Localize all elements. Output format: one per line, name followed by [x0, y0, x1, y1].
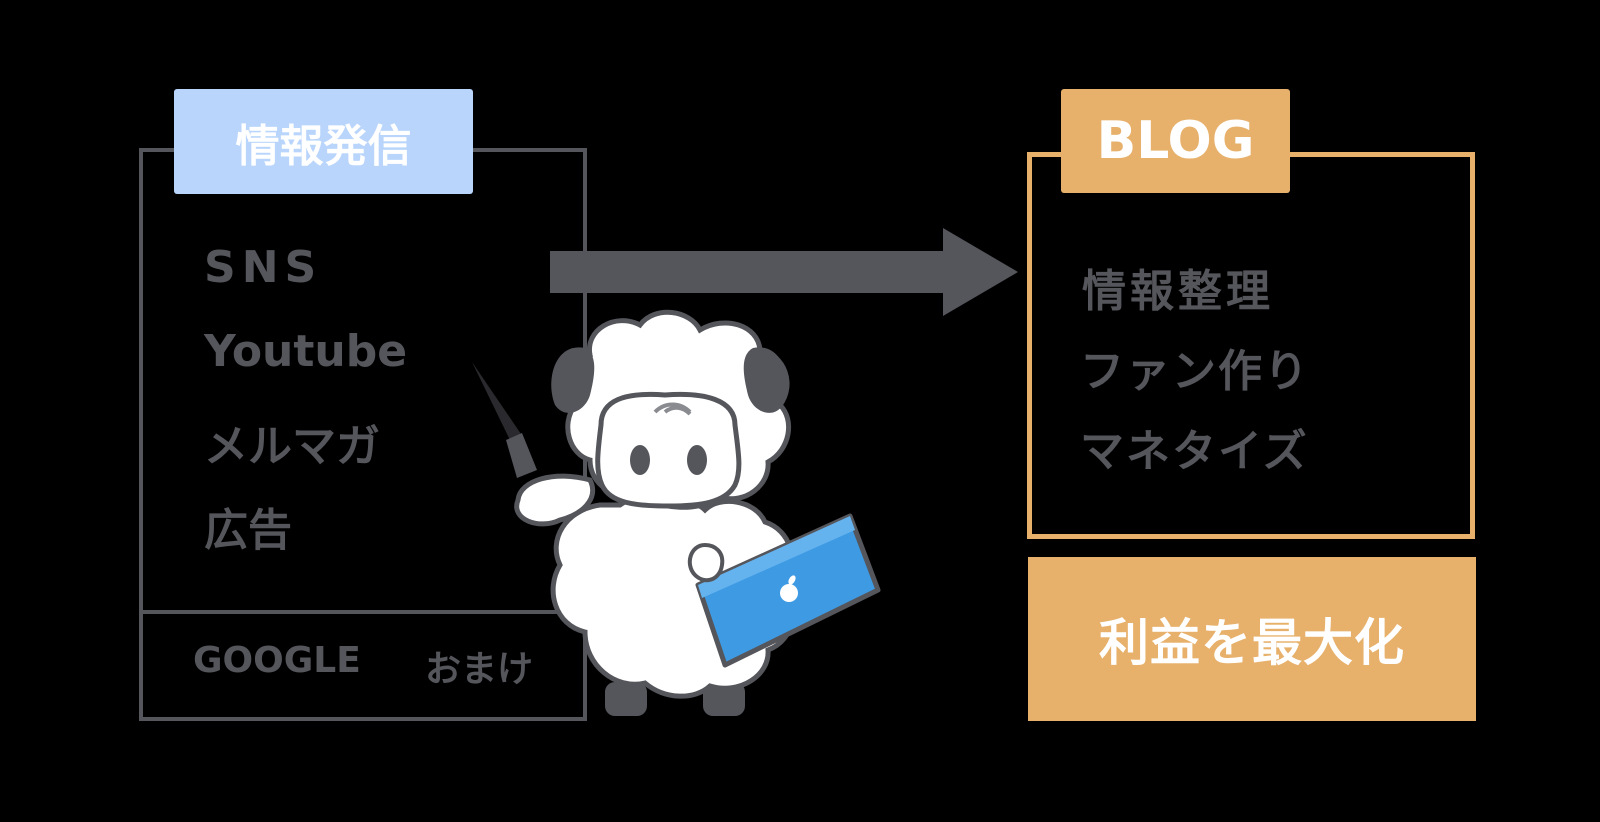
left-item-youtube: Youtube — [204, 326, 408, 377]
right-item-fan-building: ファン作り — [1080, 346, 1310, 397]
left-item-sns: SNS — [204, 242, 323, 293]
left-item-mailmagazine: メルマガ — [204, 421, 380, 472]
left-item-ads: 広告 — [204, 505, 292, 556]
result-box: 利益を最大化 — [1028, 557, 1476, 721]
sheep-hand — [687, 542, 725, 583]
result-label: 利益を最大化 — [1099, 614, 1405, 672]
sheep-forehead-curl — [653, 402, 692, 416]
right-item-info-organize: 情報整理 — [1082, 266, 1274, 317]
right-item-monetize: マネタイズ — [1080, 426, 1309, 477]
sheep-legs — [605, 682, 745, 716]
left-panel-divider — [139, 610, 587, 614]
sheep-right-eye — [687, 445, 707, 475]
laptop-icon — [695, 513, 881, 668]
left-footer-omake: おまけ — [425, 649, 534, 690]
left-footer-google: GOOGLE — [193, 640, 361, 681]
right-panel-tag: BLOG — [1061, 89, 1290, 193]
sheep-left-ear — [551, 347, 595, 413]
sheep-left-eye — [630, 445, 650, 475]
sheep-right-ear — [743, 347, 787, 413]
pointer-stick-icon — [472, 362, 537, 478]
sheep-face — [595, 391, 742, 509]
left-panel-tag: 情報発信 — [174, 89, 473, 194]
apple-logo-icon — [780, 575, 798, 602]
